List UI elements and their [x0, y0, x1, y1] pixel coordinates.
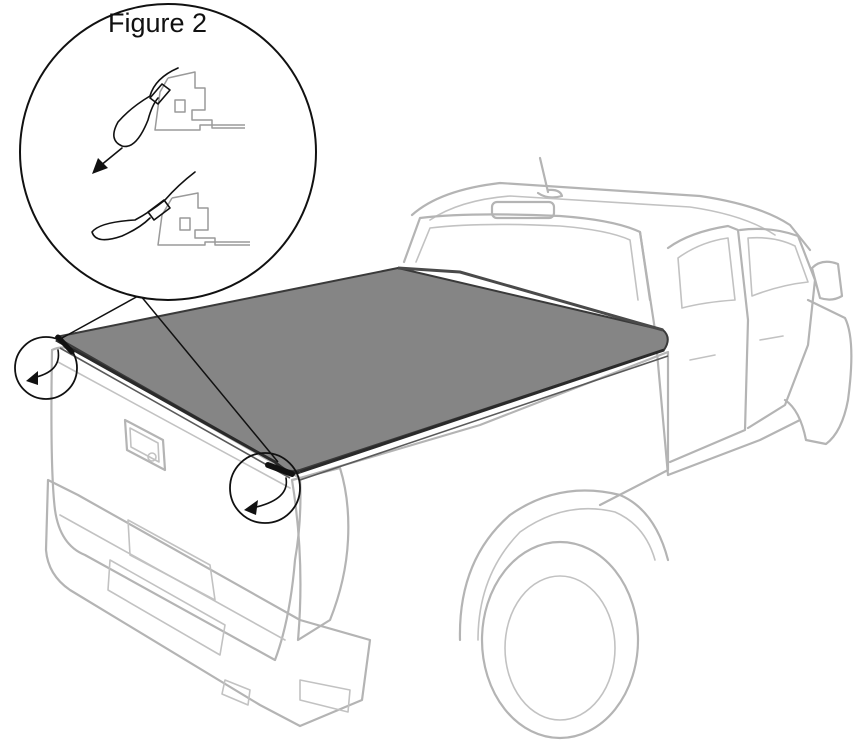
figure-label: Figure 2: [108, 8, 208, 38]
right-callout-circle: [229, 452, 301, 524]
right-callout-arrow-shaft: [251, 477, 288, 509]
left-callout-circle: [14, 336, 78, 400]
rear-window-inner: [415, 223, 639, 301]
rear-tire: [480, 540, 640, 740]
detail-circle-outline: [19, 3, 317, 301]
lower-strap-clip: [147, 199, 171, 221]
cab-roof: [410, 181, 812, 252]
bed-side: [298, 350, 670, 507]
tailgate-lock: [147, 452, 157, 462]
upper-strap-loop: [113, 67, 179, 148]
leader-lines: [61, 294, 279, 463]
right-corner-strap: [265, 462, 295, 477]
lower-strap-loop: [91, 171, 196, 241]
rear-door: [666, 224, 750, 464]
rear-wheel-rim: [504, 575, 616, 721]
tail-light: [290, 466, 350, 642]
rear-window: [402, 213, 652, 302]
rear-bumper: [44, 478, 372, 728]
cover-front-lip: [397, 266, 664, 332]
left-callout-arrowhead: [26, 371, 38, 385]
front-door-handle: [759, 335, 784, 341]
right-rear-corner-callout: [229, 452, 301, 524]
third-brake-light: [490, 200, 556, 220]
leader-line-left: [61, 294, 141, 339]
rear-wheel-arch-inner: [477, 507, 656, 641]
rear-door-handle: [689, 354, 716, 361]
side-mirror: [810, 260, 844, 301]
cab-roof-inner: [429, 195, 776, 236]
detail-direction-arrowhead: [92, 158, 108, 174]
antenna: [536, 156, 564, 199]
detail-direction-arrow-shaft: [99, 147, 123, 167]
figure-2-detail-circle: [19, 3, 317, 301]
leader-line-right: [139, 294, 279, 463]
right-callout-arrowhead: [244, 500, 258, 515]
upper-strap-clip: [149, 83, 171, 105]
license-recess: [127, 519, 216, 601]
front-door-window: [747, 236, 809, 297]
upper-rail-profile: [154, 71, 245, 131]
hitch: [221, 679, 351, 713]
tailgate-top-edge: [57, 361, 291, 489]
front-fender: [783, 298, 853, 446]
rocker-panel: [666, 418, 802, 477]
left-rear-corner-callout: [14, 336, 78, 400]
rear-wheel-arch: [458, 489, 670, 642]
tailgate-handle-inner: [129, 427, 160, 463]
cover-side-edge: [299, 348, 665, 474]
rear-door-window: [677, 237, 736, 309]
tailgate-handle: [123, 418, 167, 472]
front-door: [738, 227, 817, 430]
soft-tonneau-cover: [55, 266, 669, 481]
bumper-step: [59, 514, 286, 656]
